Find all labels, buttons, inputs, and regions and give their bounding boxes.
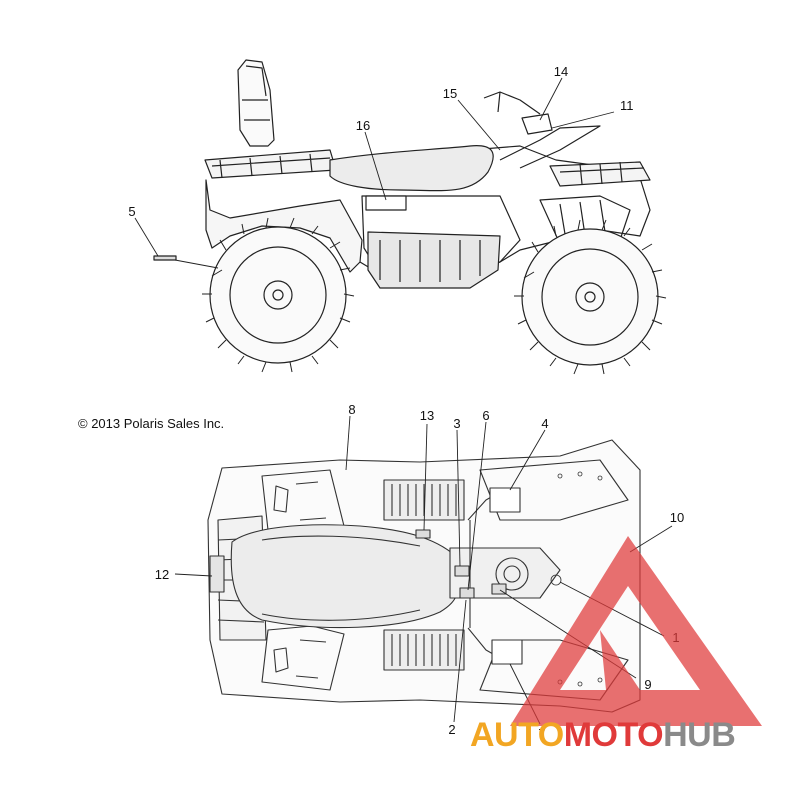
watermark-hub: HUB [663,716,736,754]
callout-12: 12 [155,567,169,582]
footwell-upper [383,479,465,521]
copyright-text: © 2013 Polaris Sales Inc. [78,416,225,431]
watermark-moto: MOTO [563,716,664,754]
watermark-logo: AUTOMOTOHUB [470,716,736,754]
callout-5: 5 [128,204,135,219]
watermark-auto: AUTO [470,716,564,754]
callout-2: 2 [448,722,455,737]
atv-top-view [207,439,641,713]
watermark-logo-triangle [510,536,762,726]
callout-4: 4 [541,416,548,431]
callout-15: 15 [443,86,457,101]
callout-9: 9 [644,677,651,692]
callout-10: 10 [670,510,684,525]
callout-11: 11 [620,98,634,113]
callout-8: 8 [348,402,355,417]
callout-6: 6 [482,408,489,423]
atv-side-view [153,59,667,375]
footwell-lower [383,629,465,671]
callout-7: 7 [538,726,545,741]
callout-14: 14 [554,64,568,79]
callout-labels: 14 11 15 16 5 8 13 3 6 4 10 12 1 9 2 7 [128,64,684,741]
callout-16: 16 [356,118,370,133]
callout-3: 3 [453,416,460,431]
callout-13: 13 [420,408,434,423]
